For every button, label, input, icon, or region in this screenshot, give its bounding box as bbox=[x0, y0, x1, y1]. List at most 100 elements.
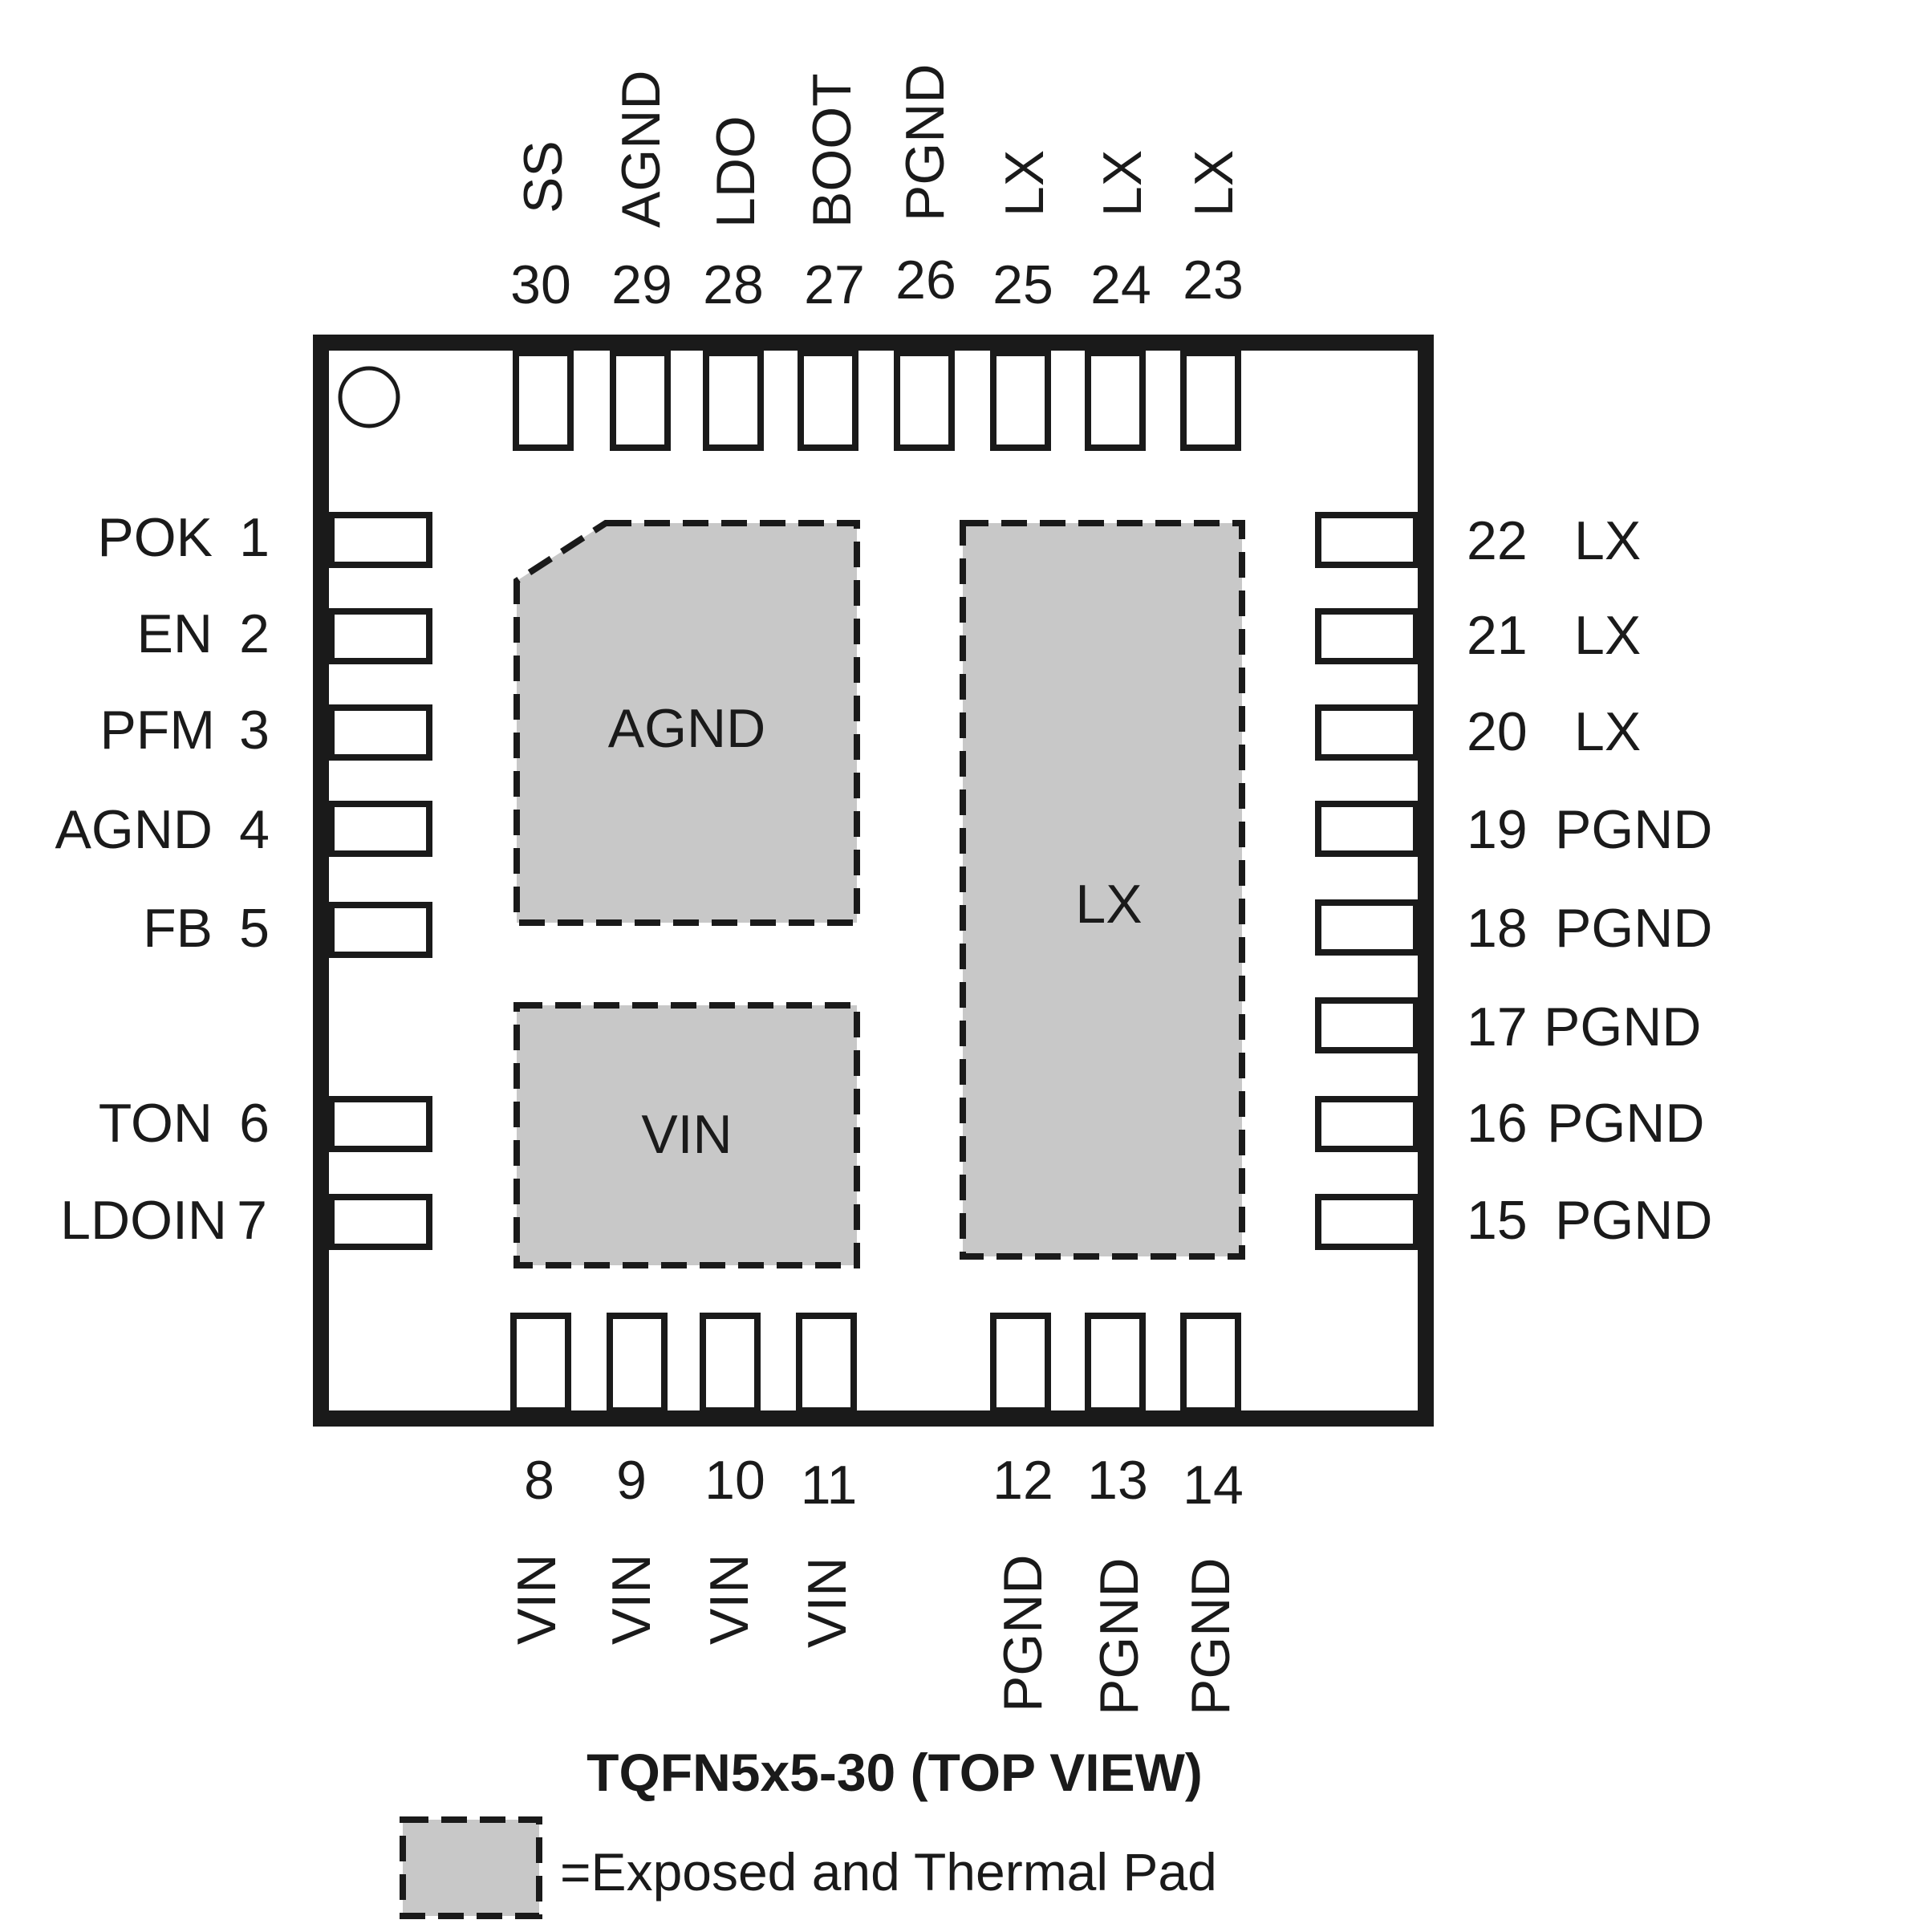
pin-27-label: BOOT bbox=[802, 73, 862, 228]
pin-27-pad bbox=[798, 350, 858, 451]
pin-21-number: 21 bbox=[1467, 605, 1528, 666]
pin-22-number: 22 bbox=[1467, 510, 1528, 571]
pin-16-number: 16 bbox=[1467, 1093, 1528, 1154]
exposed-pad-vin-label: VIN bbox=[641, 1104, 732, 1165]
pin-23-number: 23 bbox=[1183, 250, 1244, 310]
pin-4-label: AGND bbox=[55, 799, 213, 860]
pin-13-number: 13 bbox=[1087, 1450, 1148, 1511]
pin-29-number: 29 bbox=[611, 254, 672, 315]
pin-3-label: PFM bbox=[99, 700, 215, 761]
pin-19-pad bbox=[1315, 801, 1419, 857]
pin-29-pad bbox=[610, 350, 671, 451]
pin-25-label: LX bbox=[994, 150, 1055, 217]
pin-24-number: 24 bbox=[1090, 254, 1151, 315]
pin-7-label: LDOIN bbox=[60, 1190, 227, 1251]
pin-7-pad bbox=[328, 1194, 432, 1250]
pin-26-number: 26 bbox=[895, 250, 956, 310]
pin-30-pad bbox=[513, 350, 574, 451]
pin-5-label: FB bbox=[143, 898, 213, 959]
pin-11-label: VIN bbox=[797, 1557, 858, 1648]
pin-9-number: 9 bbox=[616, 1450, 647, 1511]
pin-30-number: 30 bbox=[510, 254, 571, 315]
legend-text: =Exposed and Thermal Pad bbox=[560, 1842, 1217, 1902]
pin-28-label: LDO bbox=[705, 116, 766, 228]
pin-11-number: 11 bbox=[801, 1455, 858, 1516]
pin-6-number: 6 bbox=[239, 1093, 270, 1154]
pin-17-pad bbox=[1315, 997, 1419, 1053]
pin-8-number: 8 bbox=[524, 1450, 554, 1511]
pin-22-label: LX bbox=[1574, 510, 1641, 571]
exposed-pad-agnd bbox=[513, 520, 860, 926]
package-body bbox=[313, 335, 1434, 1427]
pin-6-pad bbox=[328, 1096, 432, 1152]
exposed-pad-lx-label: LX bbox=[1075, 874, 1142, 935]
pin-10-label: VIN bbox=[699, 1554, 760, 1645]
pin-15-pad bbox=[1315, 1194, 1419, 1250]
pin-2-pad bbox=[328, 608, 432, 664]
pin-1-pad bbox=[328, 512, 432, 568]
pin-22-pad bbox=[1315, 512, 1419, 568]
pin-9-pad bbox=[607, 1313, 668, 1414]
pin-19-label: PGND bbox=[1555, 799, 1712, 860]
pin-11-pad bbox=[796, 1313, 857, 1414]
pin-18-label: PGND bbox=[1555, 898, 1712, 959]
exposed-pad-lx bbox=[960, 520, 1245, 1260]
pin-27-number: 27 bbox=[804, 254, 865, 315]
pin-3-pad bbox=[328, 704, 432, 761]
pin-3-number: 3 bbox=[239, 700, 270, 761]
pin-13-label: PGND bbox=[1089, 1558, 1150, 1715]
pin-13-pad bbox=[1085, 1313, 1146, 1414]
pin-14-label: PGND bbox=[1180, 1558, 1241, 1715]
pin1-indicator bbox=[338, 366, 400, 428]
pin-25-number: 25 bbox=[992, 254, 1053, 315]
pin-14-number: 14 bbox=[1183, 1455, 1244, 1516]
pin-10-number: 10 bbox=[704, 1450, 765, 1511]
pin-30-label: SS bbox=[513, 140, 574, 213]
pin-24-pad bbox=[1085, 350, 1146, 451]
pin-12-pad bbox=[990, 1313, 1051, 1414]
pin-18-pad bbox=[1315, 899, 1419, 956]
left-pins: 1 2 3 4 5 6 7 POK EN PFM AGND FB TON LDO… bbox=[55, 507, 432, 1251]
pin-4-pad bbox=[328, 801, 432, 857]
pin-6-label: TON bbox=[99, 1093, 213, 1154]
bottom-pins: 8 9 10 11 12 13 14 VIN VIN VIN VIN PGND … bbox=[506, 1313, 1244, 1715]
exposed-pads: AGND VIN LX bbox=[513, 520, 1245, 1268]
pin-23-pad bbox=[1180, 350, 1241, 451]
pin-19-number: 19 bbox=[1467, 799, 1528, 860]
pin-21-label: LX bbox=[1574, 605, 1641, 666]
pin-18-number: 18 bbox=[1467, 898, 1528, 959]
exposed-pad-agnd-label: AGND bbox=[608, 698, 765, 759]
pin-28-pad bbox=[703, 350, 764, 451]
pin-10-pad bbox=[700, 1313, 761, 1414]
pin-9-label: VIN bbox=[601, 1554, 662, 1645]
legend-swatch bbox=[400, 1816, 542, 1919]
pin-8-label: VIN bbox=[506, 1554, 567, 1645]
pin-5-pad bbox=[328, 902, 432, 958]
pin-16-label: PGND bbox=[1547, 1093, 1704, 1154]
pin-14-pad bbox=[1180, 1313, 1241, 1414]
pin-17-number: 17 bbox=[1467, 996, 1528, 1057]
pin-4-number: 4 bbox=[239, 799, 270, 860]
pin-5-number: 5 bbox=[239, 898, 270, 959]
pin-20-pad bbox=[1315, 704, 1419, 761]
pin-29-label: AGND bbox=[611, 71, 672, 228]
pin-7-number: 7 bbox=[237, 1190, 267, 1251]
top-pins: 30 29 28 27 26 25 24 23 SS AGND LDO BOOT… bbox=[510, 64, 1244, 451]
pin-15-number: 15 bbox=[1467, 1190, 1528, 1251]
pin-1-label: POK bbox=[97, 507, 213, 568]
pin-20-label: LX bbox=[1574, 701, 1641, 762]
pin-23-label: LX bbox=[1183, 150, 1244, 217]
pin-26-label: PGND bbox=[895, 64, 956, 221]
pin-8-pad bbox=[510, 1313, 571, 1414]
pin-20-number: 20 bbox=[1467, 701, 1528, 762]
pin-15-label: PGND bbox=[1555, 1190, 1712, 1251]
pin-26-pad bbox=[894, 350, 955, 451]
pin-2-label: EN bbox=[137, 603, 213, 664]
pin-28-number: 28 bbox=[703, 254, 764, 315]
legend: =Exposed and Thermal Pad bbox=[400, 1816, 1217, 1919]
package-title: TQFN5x5-30 (TOP VIEW) bbox=[586, 1743, 1203, 1802]
pin-16-pad bbox=[1315, 1096, 1419, 1152]
pin-17-label: PGND bbox=[1544, 996, 1701, 1057]
